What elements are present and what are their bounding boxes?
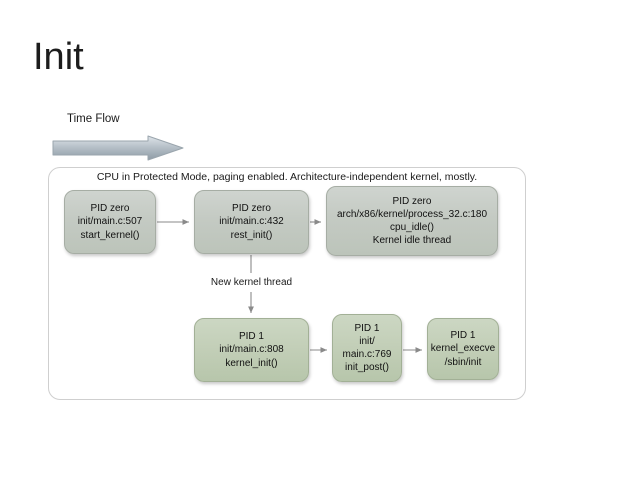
node-line: /sbin/init — [444, 356, 482, 368]
node-line: PID zero — [232, 203, 271, 215]
node-line: PID zero — [90, 203, 130, 215]
node-line: rest_init() — [230, 229, 273, 241]
node-cpu-idle[interactable]: PID zero arch/x86/kernel/process_32.c:18… — [326, 186, 498, 256]
time-flow-label: Time Flow — [67, 113, 120, 125]
node-line: init/main.c:808 — [219, 344, 284, 356]
node-line: PID 1 — [238, 331, 264, 343]
node-line: cpu_idle() — [390, 222, 434, 233]
node-line: Kernel idle thread — [372, 235, 452, 247]
time-flow-annotation: Time Flow — [52, 113, 202, 163]
node-line: init_post() — [345, 362, 389, 374]
node-line: start_kernel() — [80, 229, 140, 241]
diagram-header-caption: CPU in Protected Mode, paging enabled. A… — [96, 171, 478, 183]
connector-label-new-kernel-thread: New kernel thread — [189, 276, 314, 289]
node-line: PID 1 — [450, 330, 476, 342]
node-line: arch/x86/kernel/process_32.c:180 — [336, 208, 488, 220]
node-start-kernel[interactable]: PID zero init/main.c:507 start_kernel() — [64, 190, 156, 254]
node-kernel-execve[interactable]: PID 1 kernel_execve /sbin/init — [427, 318, 499, 380]
node-line: init/main.c:507 — [77, 216, 143, 228]
page-title: Init — [33, 36, 84, 78]
node-line: main.c:769 — [342, 349, 392, 360]
node-line: PID zero — [392, 195, 432, 207]
node-line: kernel_execve — [430, 343, 496, 355]
node-rest-init[interactable]: PID zero init/main.c:432 rest_init() — [194, 190, 309, 254]
node-line: kernel_init() — [225, 357, 278, 369]
node-line: init/main.c:432 — [219, 216, 284, 228]
node-init-post[interactable]: PID 1 init/ main.c:769 init_post() — [332, 314, 402, 382]
diagram-container: CPU in Protected Mode, paging enabled. A… — [48, 167, 526, 400]
node-line: PID 1 — [354, 322, 380, 334]
node-kernel-init[interactable]: PID 1 init/main.c:808 kernel_init() — [194, 318, 309, 382]
right-arrow-icon — [52, 135, 184, 161]
node-line: init/ — [359, 335, 375, 347]
